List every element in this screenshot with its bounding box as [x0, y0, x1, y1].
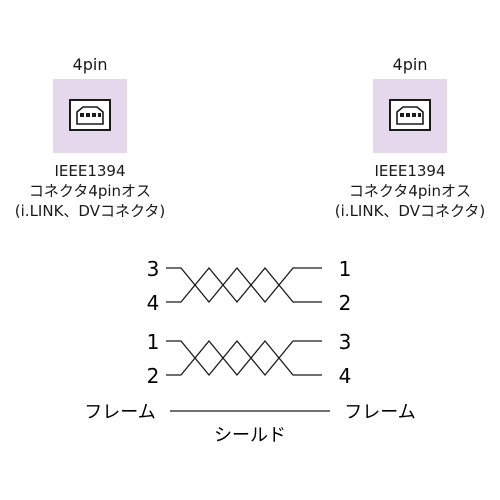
wire-pair2-b — [166, 339, 322, 377]
frame-label-left: フレーム — [84, 402, 155, 423]
left-connector-line-standard: IEEE1394 — [54, 162, 126, 180]
right-connector-line-alias: (i.LINK、DVコネクタ) — [334, 202, 486, 220]
right-connector-line-standard: IEEE1394 — [374, 162, 446, 180]
wire-pair1-b — [166, 266, 322, 304]
wire-pair2-a — [166, 339, 322, 377]
left-pin-1: 1 — [147, 330, 160, 354]
twisted-pair-1 — [166, 266, 322, 304]
right-connector-description: IEEE1394 コネクタ4pinオス (i.LINK、DVコネクタ) — [330, 161, 490, 221]
right-pin-2: 2 — [339, 291, 352, 315]
frame-label-right: フレーム — [344, 402, 415, 423]
firewire-4pin-port-icon — [373, 79, 447, 153]
right-connector-line-type: コネクタ4pinオス — [348, 182, 472, 200]
right-pin-3: 3 — [339, 330, 352, 354]
right-pin-4: 4 — [339, 364, 352, 388]
left-pin-4: 4 — [147, 291, 160, 315]
left-pin-2: 2 — [147, 364, 160, 388]
right-pin-1: 1 — [339, 257, 352, 281]
left-connector: 4pin IEEE1394 コネクタ4pinオス (i.LINK、DVコネクタ) — [10, 55, 170, 221]
twisted-pair-2 — [166, 339, 322, 377]
left-connector-line-alias: (i.LINK、DVコネクタ) — [14, 202, 166, 220]
left-connector-pin-label: 4pin — [72, 55, 108, 74]
shield-label: シールド — [214, 425, 286, 446]
left-pin-3: 3 — [147, 257, 160, 281]
firewire-4pin-port-icon — [53, 79, 127, 153]
right-connector: 4pin IEEE1394 コネクタ4pinオス (i.LINK、DVコネクタ) — [330, 55, 490, 221]
wire-pair1-a — [166, 266, 322, 304]
left-connector-description: IEEE1394 コネクタ4pinオス (i.LINK、DVコネクタ) — [10, 161, 170, 221]
right-connector-pin-label: 4pin — [392, 55, 428, 74]
left-connector-line-type: コネクタ4pinオス — [28, 182, 152, 200]
